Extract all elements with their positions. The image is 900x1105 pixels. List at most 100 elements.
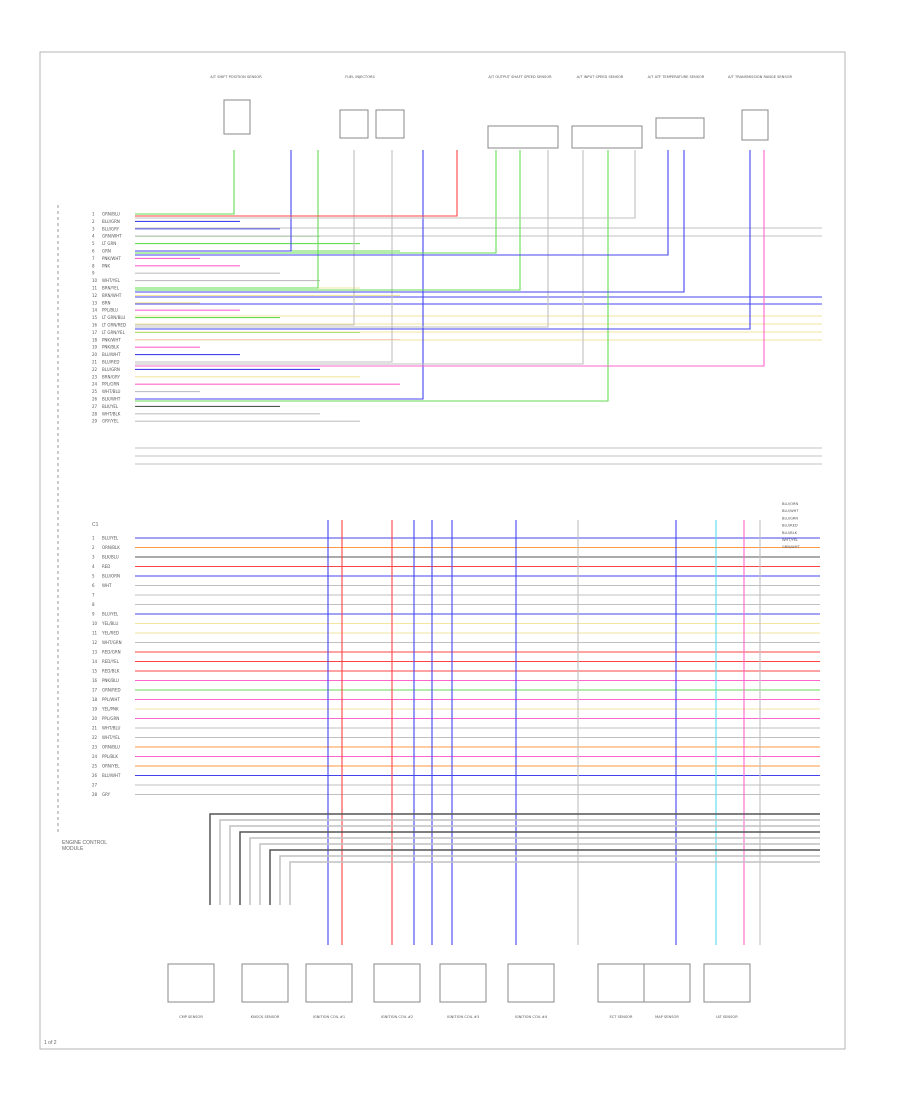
ecm-pin-number: 18 — [92, 337, 98, 342]
ecm-pin-wire: BRN/GRY — [102, 374, 120, 379]
ecm-pin-number: 2 — [92, 219, 95, 224]
ecm-pin-wire: PPL/WHT — [102, 697, 120, 702]
top-component-label: A/T OUTPUT SHAFT SPEED SENSOR — [488, 75, 552, 79]
ecm-pin-number: 2 — [92, 545, 95, 550]
ecm-pin-wire: LT GRN/YEL — [102, 330, 126, 335]
ecm-pin-number: 13 — [92, 650, 98, 655]
ecm-pin-number: 4 — [92, 234, 95, 239]
ground-wire — [229, 825, 820, 905]
sensor-wire — [135, 150, 669, 256]
sensor-wire — [135, 150, 636, 219]
ground-wire — [289, 861, 820, 905]
ecm-pin-number: 3 — [92, 555, 95, 560]
side-wire-label: BLU/RED — [782, 524, 798, 528]
sensor-wire — [135, 150, 497, 254]
bottom-component-label: MAP SENSOR — [655, 1015, 679, 1019]
ecm-pin-number: 12 — [92, 293, 98, 298]
ecm-pin-wire: LT GRN/RED — [102, 323, 126, 328]
ecm-pin-number: 26 — [92, 773, 98, 778]
ecm-pin-number: 17 — [92, 688, 98, 693]
sensor-wire — [135, 150, 458, 217]
ecm-pin-wire: LT GRN — [102, 241, 116, 246]
sensor-wire — [135, 150, 393, 363]
ecm-pin-wire: WHT/GRN — [102, 640, 122, 645]
ecm-pin-wire: WHT/BLK — [102, 411, 121, 416]
bottom-component-box — [167, 963, 215, 1003]
ecm-pin-wire: WHT/YEL — [102, 735, 121, 740]
ecm-pin-wire: BLK/YEL — [102, 404, 119, 409]
bottom-component-box — [439, 963, 487, 1003]
top-component-label: FUEL INJECTORS — [345, 75, 375, 79]
sensor-wire — [135, 150, 549, 328]
ecm-pin-number: 12 — [92, 640, 98, 645]
sensor-wire — [135, 150, 521, 291]
ecm-pin-wire: WHT — [102, 583, 112, 588]
bottom-component-box — [703, 963, 751, 1003]
ground-wire — [249, 837, 820, 905]
sensor-wire — [135, 150, 292, 252]
sensor-wire — [135, 150, 765, 367]
diagram-frame — [39, 51, 846, 1050]
bottom-component-box — [597, 963, 645, 1003]
ecm-pin-number: 3 — [92, 226, 95, 231]
ecm-pin-wire: PNK — [102, 263, 110, 268]
ecm-pin-wire: PPL/BLU — [102, 308, 118, 313]
ground-wire — [239, 831, 820, 905]
bottom-component-box — [643, 963, 691, 1003]
top-component-label: A/T INPUT SPEED SENSOR — [577, 75, 624, 79]
ecm-pin-wire: YEL/RED — [101, 631, 119, 636]
ecm-pin-wire: WHT/BLU — [102, 389, 121, 394]
side-wire-label: BLU/GRN — [782, 516, 798, 520]
ecm-pin-number: 10 — [92, 621, 98, 626]
ecm-pin-number: 17 — [92, 330, 98, 335]
ecm-pin-wire: GRN/RED — [102, 688, 121, 693]
bottom-component-box — [507, 963, 555, 1003]
ecm-pin-number: 22 — [92, 735, 98, 740]
ecm-pin-wire: ORN/BLK — [102, 545, 120, 550]
ecm-pin-wire: PPL/GRN — [102, 716, 119, 721]
ecm-pin-wire: PNK/WHT — [102, 256, 121, 261]
ecm-pin-number: 19 — [92, 707, 98, 712]
ecm-pin-number: 19 — [92, 345, 98, 350]
ground-wire — [269, 849, 820, 905]
ecm-pin-wire: YEL/BLU — [101, 621, 118, 626]
ground-wire — [219, 819, 820, 905]
ecm-pin-wire: GRN — [102, 249, 111, 254]
ecm-pin-number: 15 — [92, 315, 98, 320]
ecm-pin-number: 27 — [92, 404, 98, 409]
ecm-pin-number: 5 — [92, 574, 95, 579]
ecm-pin-wire: BLU/GRY — [102, 226, 120, 231]
ecm-pin-wire: GRY — [102, 792, 111, 797]
sensor-wire — [135, 150, 355, 326]
ecm-pin-number: 14 — [92, 308, 98, 313]
ecm-pin-number: 9 — [92, 271, 95, 276]
ecm-pin-number: 1 — [92, 536, 95, 541]
top-connector — [375, 109, 405, 139]
bottom-component-box — [241, 963, 289, 1003]
ecm-pin-number: 10 — [92, 278, 98, 283]
ecm-pin-number: 6 — [92, 583, 95, 588]
ecm-pin-number: 5 — [92, 241, 95, 246]
top-connector — [655, 117, 705, 139]
ecm-pin-wire: BLU/ORN — [102, 574, 120, 579]
bottom-component-label: IGNITION COIL #2 — [381, 1015, 413, 1019]
ecm-pin-number: 7 — [92, 256, 95, 261]
ecm-pin-number: 9 — [92, 612, 95, 617]
ecm-pin-number: 21 — [92, 726, 98, 731]
ecm-pin-wire: RED/GRN — [102, 650, 121, 655]
ecm-pin-number: 28 — [92, 792, 98, 797]
ecm-pin-number: 27 — [92, 783, 98, 788]
ecm-pin-number: 20 — [92, 716, 98, 721]
ecm-pin-number: 16 — [92, 678, 98, 683]
ecm-pin-wire: PNK/WHT — [102, 337, 121, 342]
side-wire-label: WHT/YEL — [782, 538, 798, 542]
ecm-pin-wire: GRY/YEL — [102, 419, 119, 424]
ecm-pin-wire: RED — [102, 564, 110, 569]
ecm-pin-number: 4 — [92, 564, 95, 569]
side-wire-label: BLU/WHT — [782, 509, 799, 513]
side-wire-label: BLU/BLK — [782, 531, 798, 535]
top-connector — [223, 99, 251, 135]
ecm-label: ENGINE CONTROL MODULE — [62, 840, 107, 852]
wire-layer — [135, 150, 822, 945]
